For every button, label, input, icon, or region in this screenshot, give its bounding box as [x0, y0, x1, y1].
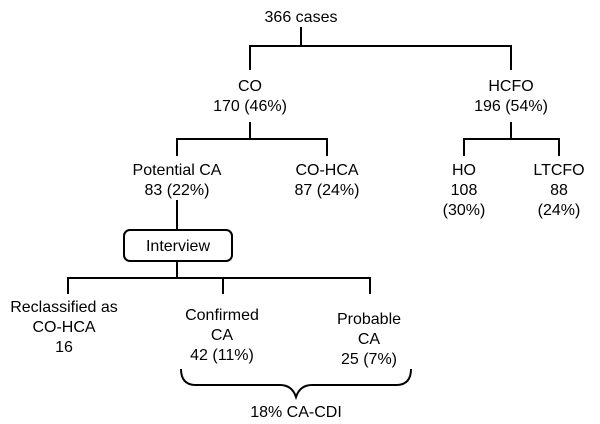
co-line-1: CO: [238, 78, 262, 95]
reclass-line-2: CO-HCA: [32, 319, 95, 336]
ho-line-3: (30%): [443, 202, 486, 219]
cohca-line-1: CO-HCA: [295, 162, 358, 179]
probable-line-1: Probable: [337, 311, 401, 328]
potential-line-1: Potential CA: [133, 162, 222, 179]
interview-box: [123, 229, 233, 262]
co-hca-label: CO-HCA 87 (24%): [295, 162, 360, 199]
ho-label: HO 108 (30%): [443, 162, 486, 219]
ltcfo-line-1: LTCFO: [533, 162, 584, 179]
summary-brace: [180, 368, 412, 401]
cohca-line-2: 87 (24%): [295, 182, 360, 199]
confirmed-line-3: 42 (11%): [190, 347, 254, 364]
reclass-line-3: 16: [55, 339, 73, 356]
ltcfo-line-2: 88: [550, 182, 568, 199]
ho-line-1: HO: [452, 162, 476, 179]
probable-line-2: CA: [358, 331, 381, 348]
hcfo-label: HCFO 196 (54%): [474, 78, 548, 115]
co-label: CO 170 (46%): [213, 78, 287, 115]
hcfo-line-2: 196 (54%): [474, 98, 548, 115]
root-label: 366 cases: [265, 9, 338, 26]
connectors: [67, 27, 560, 294]
reclassified-label: Reclassified as CO-HCA 16: [10, 299, 118, 356]
confirmed-line-2: CA: [211, 327, 234, 344]
potential-line-2: 83 (22%): [145, 182, 210, 199]
ltcfo-label: LTCFO 88 (24%): [533, 162, 584, 219]
root-line-1: 366 cases: [265, 9, 338, 26]
summary-label: 18% CA-CDI: [250, 404, 342, 421]
ltcfo-line-3: (24%): [538, 202, 581, 219]
potential-ca-label: Potential CA 83 (22%): [133, 162, 222, 199]
ho-line-2: 108: [451, 182, 478, 199]
interview-line-1: Interview: [146, 238, 210, 255]
probable-line-3: 25 (7%): [341, 351, 397, 368]
confirmed-line-1: Confirmed: [185, 307, 259, 324]
labels: 366 cases CO 170 (46%) HCFO 196 (54%) Pote…: [10, 9, 584, 421]
hcfo-line-1: HCFO: [488, 78, 533, 95]
reclass-line-1: Reclassified as: [10, 299, 118, 316]
summary-line-1: 18% CA-CDI: [250, 404, 342, 421]
co-line-2: 170 (46%): [213, 98, 287, 115]
interview-label: Interview: [146, 238, 210, 255]
